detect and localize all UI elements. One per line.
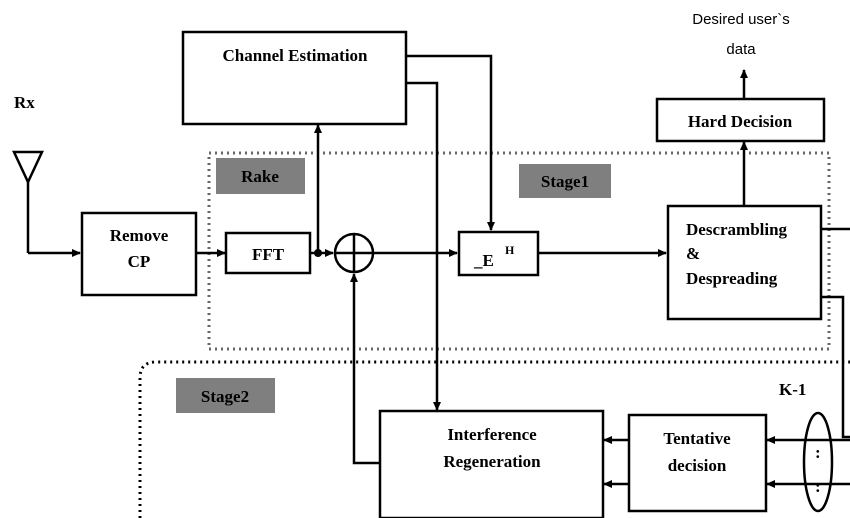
ampersand-label: &	[686, 244, 700, 263]
tentative-label-1: Tentative	[663, 429, 731, 448]
hard-decision-block	[655, 97, 826, 143]
hermitian-superscript: H	[505, 243, 515, 257]
descrambling-label: Descrambling	[686, 220, 788, 239]
hermitian-block	[457, 230, 540, 277]
k-minus-1-label: K-1	[779, 380, 806, 399]
antenna-icon	[12, 150, 81, 257]
stage1-tag-label: Stage1	[541, 172, 589, 191]
interference-regeneration-block	[378, 409, 605, 518]
remove-cp-label-1: Remove	[110, 226, 169, 245]
despreading-label: Despreading	[686, 269, 778, 288]
ellipsis-dots-2: :	[815, 477, 821, 496]
stage2-tag-label: Stage2	[201, 387, 249, 406]
channel-estimation-block	[181, 30, 408, 126]
ellipsis-dots-1: :	[815, 443, 821, 462]
desired-data-label-2: data	[726, 41, 756, 58]
fft-block	[224, 231, 312, 275]
tentative-label-2: decision	[668, 456, 727, 475]
tentative-decision-block	[627, 413, 768, 513]
stage1-tag	[519, 164, 611, 198]
hard-decision-label: Hard Decision	[688, 112, 793, 131]
signal-bundle-ellipse	[802, 411, 834, 513]
rake-tag-label: Rake	[241, 167, 279, 186]
stage2-tag	[176, 378, 275, 413]
remove-cp-label-2: CP	[128, 252, 151, 271]
rake-tag	[216, 158, 305, 194]
fft-label: FFT	[252, 245, 285, 264]
desired-data-label-1: Desired user`s	[692, 11, 790, 28]
interference-label-1: Interference	[447, 425, 537, 444]
interference-label-2: Regeneration	[443, 452, 541, 471]
descrambling-despreading-block	[666, 204, 823, 321]
rx-label: Rx	[14, 93, 35, 112]
channel-estimation-label: Channel Estimation	[223, 46, 369, 65]
adder-symbol	[333, 232, 375, 274]
hermitian-label: _E	[473, 251, 494, 270]
